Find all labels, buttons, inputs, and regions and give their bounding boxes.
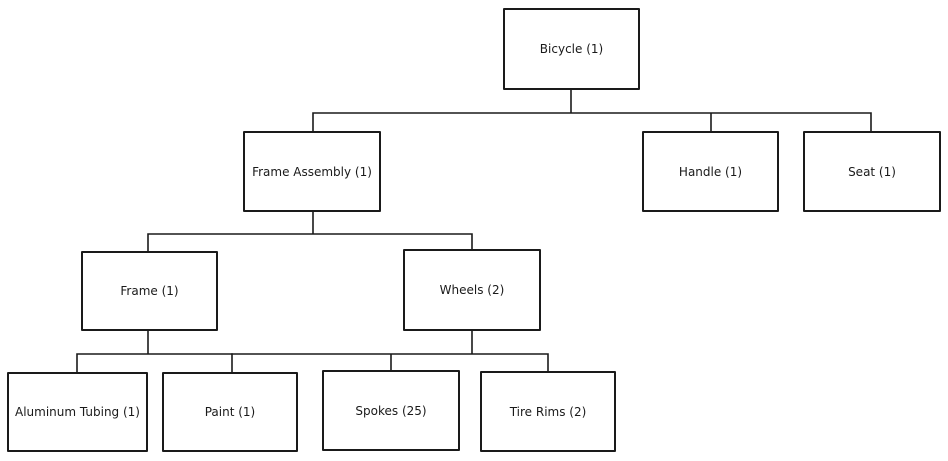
node-label-tire-rims: Tire Rims (2) [509,404,587,419]
node-label-handle: Handle (1) [678,164,743,179]
node-spokes[interactable]: Spokes (25) [322,370,460,451]
node-label-spokes: Spokes (25) [355,403,427,418]
node-handle[interactable]: Handle (1) [642,131,779,212]
node-seat[interactable]: Seat (1) [803,131,941,212]
node-label-aluminum-tubing: Aluminum Tubing (1) [15,405,140,419]
node-label-seat: Seat (1) [848,164,896,179]
edge-bicycle-children [312,89,872,132]
node-bicycle[interactable]: Bicycle (1) [503,8,640,90]
edge-frame-assembly-children [147,211,473,252]
node-wheels[interactable]: Wheels (2) [403,249,541,331]
node-aluminum-tubing[interactable]: Aluminum Tubing (1) [7,372,148,452]
node-label-paint: Paint (1) [204,405,256,419]
node-paint[interactable]: Paint (1) [162,372,298,452]
edge-wheels-children [231,330,549,372]
node-label-frame-assembly: Frame Assembly (1) [252,164,372,179]
edge-frame-children [76,330,233,373]
node-label-frame: Frame (1) [120,284,179,298]
node-label-bicycle: Bicycle (1) [539,42,604,56]
node-tire-rims[interactable]: Tire Rims (2) [480,371,616,452]
node-frame-assembly[interactable]: Frame Assembly (1) [243,131,381,212]
node-frame[interactable]: Frame (1) [81,251,218,331]
node-label-wheels: Wheels (2) [439,283,505,297]
